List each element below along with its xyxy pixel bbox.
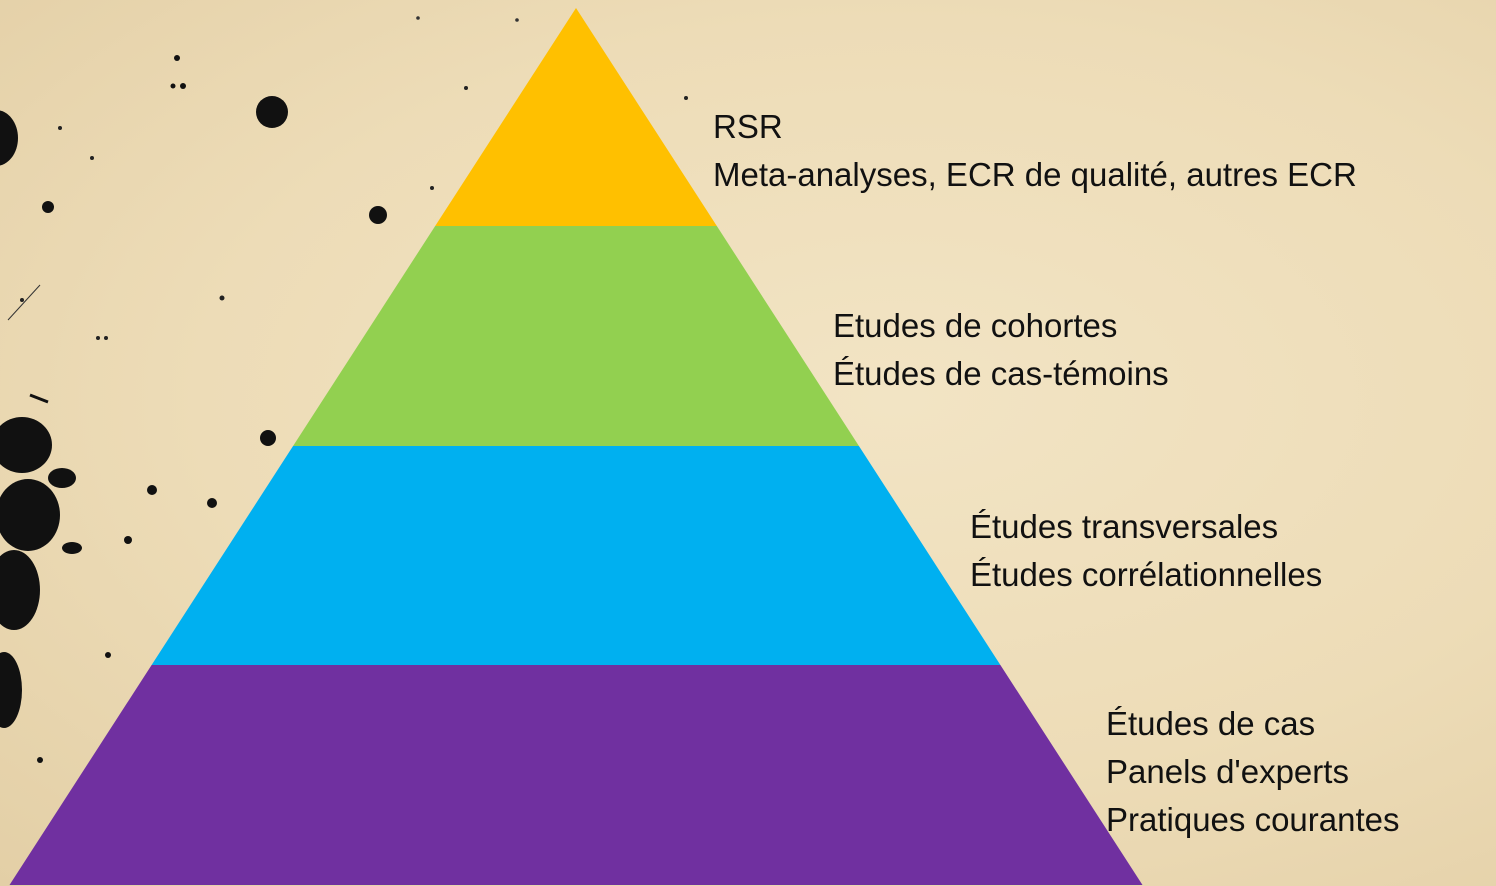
level-2-label: Etudes de cohortes Études de cas-témoins xyxy=(833,302,1169,398)
level-4-label: Études de cas Panels d'experts Pratiques… xyxy=(1106,700,1400,844)
level-3-line-1: Études transversales xyxy=(970,508,1279,545)
pyramid-level-2 xyxy=(293,226,859,446)
ink-splatter-decoration xyxy=(0,16,688,763)
level-1-label: RSR Meta-analyses, ECR de qualité, autre… xyxy=(713,103,1357,199)
pyramid-level-4 xyxy=(9,665,1143,885)
level-2-line-2: Études de cas-témoins xyxy=(833,355,1169,392)
pyramid-level-1 xyxy=(435,8,717,226)
pyramid-level-3 xyxy=(151,446,1001,665)
level-3-line-2: Études corrélationnelles xyxy=(970,556,1323,593)
level-2-line-1: Etudes de cohortes xyxy=(833,307,1118,344)
level-4-line-3: Pratiques courantes xyxy=(1106,801,1400,838)
level-3-label: Études transversales Études corrélationn… xyxy=(970,503,1322,599)
level-1-line-2: Meta-analyses, ECR de qualité, autres EC… xyxy=(713,156,1357,193)
level-4-line-1: Études de cas xyxy=(1106,705,1316,742)
level-1-line-1: RSR xyxy=(713,108,783,145)
level-4-line-2: Panels d'experts xyxy=(1106,753,1349,790)
